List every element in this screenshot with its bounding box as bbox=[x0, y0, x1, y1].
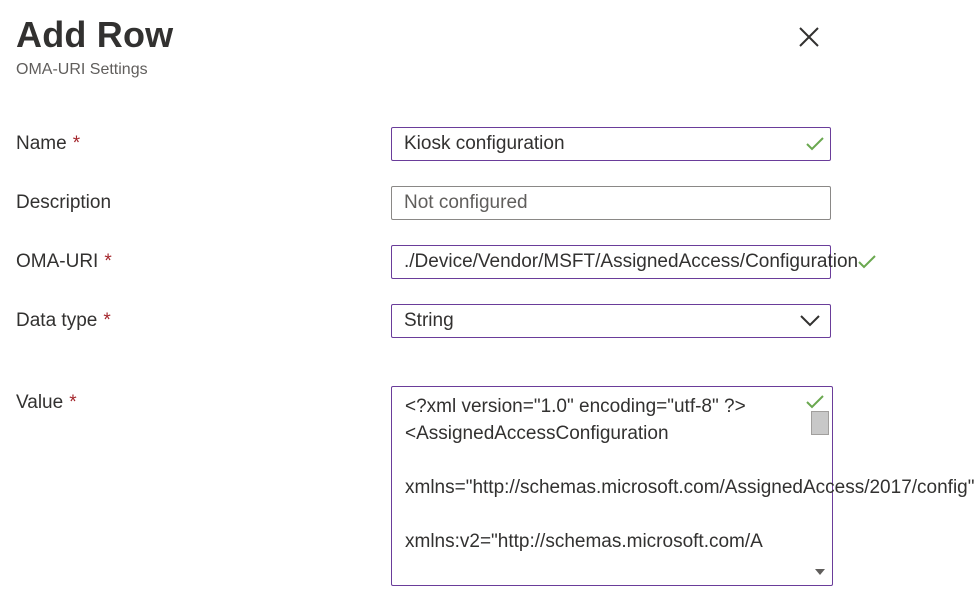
data-type-selected: String bbox=[404, 310, 454, 331]
page-subtitle: OMA-URI Settings bbox=[16, 61, 148, 78]
description-input[interactable]: Not configured bbox=[391, 186, 831, 220]
data-type-dropdown[interactable]: String bbox=[391, 304, 831, 338]
name-label: Name* bbox=[16, 133, 81, 154]
description-placeholder: Not configured bbox=[404, 192, 528, 213]
value-textarea[interactable]: <?xml version="1.0" encoding="utf-8" ?> … bbox=[391, 386, 974, 587]
required-marker: * bbox=[72, 133, 81, 154]
chevron-down-icon bbox=[800, 315, 820, 327]
oma-uri-input[interactable]: ./Device/Vendor/MSFT/AssignedAccess/Conf… bbox=[391, 245, 876, 279]
name-input[interactable]: Kiosk configuration bbox=[391, 127, 831, 161]
oma-uri-label: OMA-URI* bbox=[16, 251, 112, 272]
description-label: Description bbox=[16, 192, 112, 213]
value-label: Value* bbox=[16, 392, 77, 413]
scroll-down-arrow-icon[interactable] bbox=[815, 569, 825, 575]
scrollbar-thumb[interactable] bbox=[811, 411, 829, 435]
checkmark-icon bbox=[858, 255, 876, 269]
oma-uri-input-value: ./Device/Vendor/MSFT/AssignedAccess/Conf… bbox=[404, 251, 859, 272]
required-marker: * bbox=[69, 392, 77, 413]
name-input-value: Kiosk configuration bbox=[404, 133, 565, 154]
checkmark-icon bbox=[806, 137, 824, 151]
close-button[interactable] bbox=[794, 22, 824, 52]
close-icon bbox=[799, 27, 819, 47]
required-marker: * bbox=[103, 310, 111, 331]
value-textarea-content: <?xml version="1.0" encoding="utf-8" ?> … bbox=[405, 396, 974, 552]
data-type-label: Data type* bbox=[16, 310, 111, 331]
page-title: Add Row bbox=[16, 14, 174, 55]
checkmark-icon bbox=[806, 395, 824, 409]
value-scrollbar[interactable] bbox=[809, 409, 831, 587]
required-marker: * bbox=[104, 251, 112, 272]
